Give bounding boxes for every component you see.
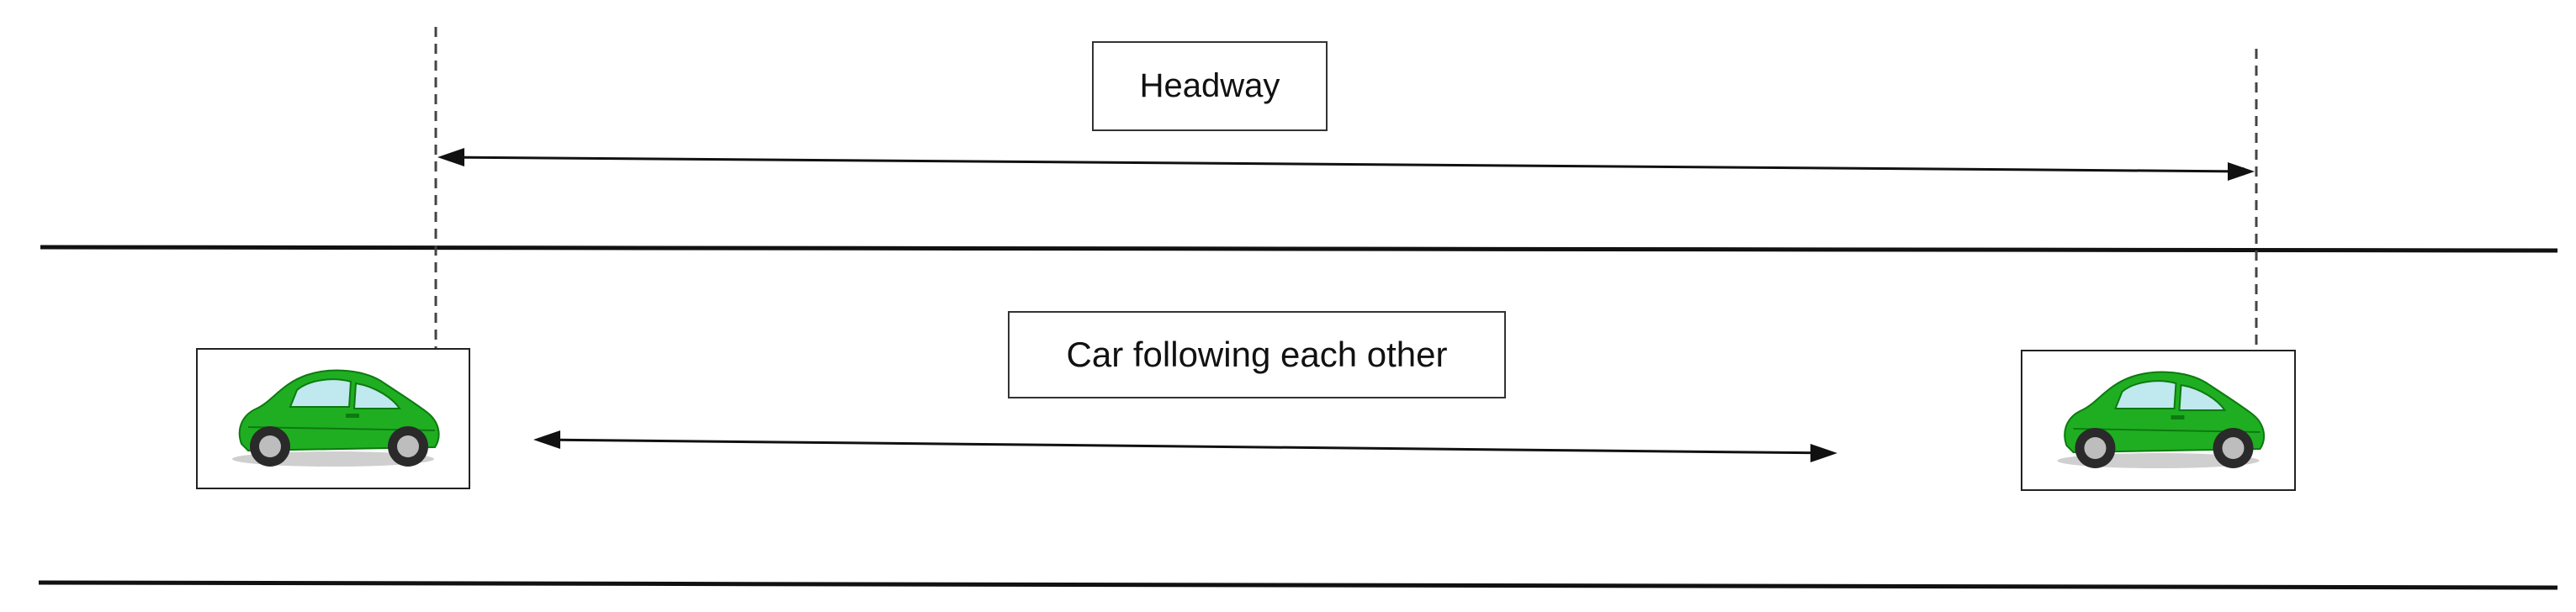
lead-car-frame <box>196 348 470 489</box>
car-icon <box>232 369 440 467</box>
following-arrow <box>538 438 1835 455</box>
car-icon <box>2057 371 2266 468</box>
car-following-label: Car following each other <box>1008 311 1506 398</box>
road-top-edge <box>40 245 2558 253</box>
road-bottom-edge <box>38 580 2558 590</box>
headway-arrow <box>441 156 2251 176</box>
following-car-frame <box>2021 350 2296 491</box>
headway-label: Headway <box>1092 41 1328 131</box>
